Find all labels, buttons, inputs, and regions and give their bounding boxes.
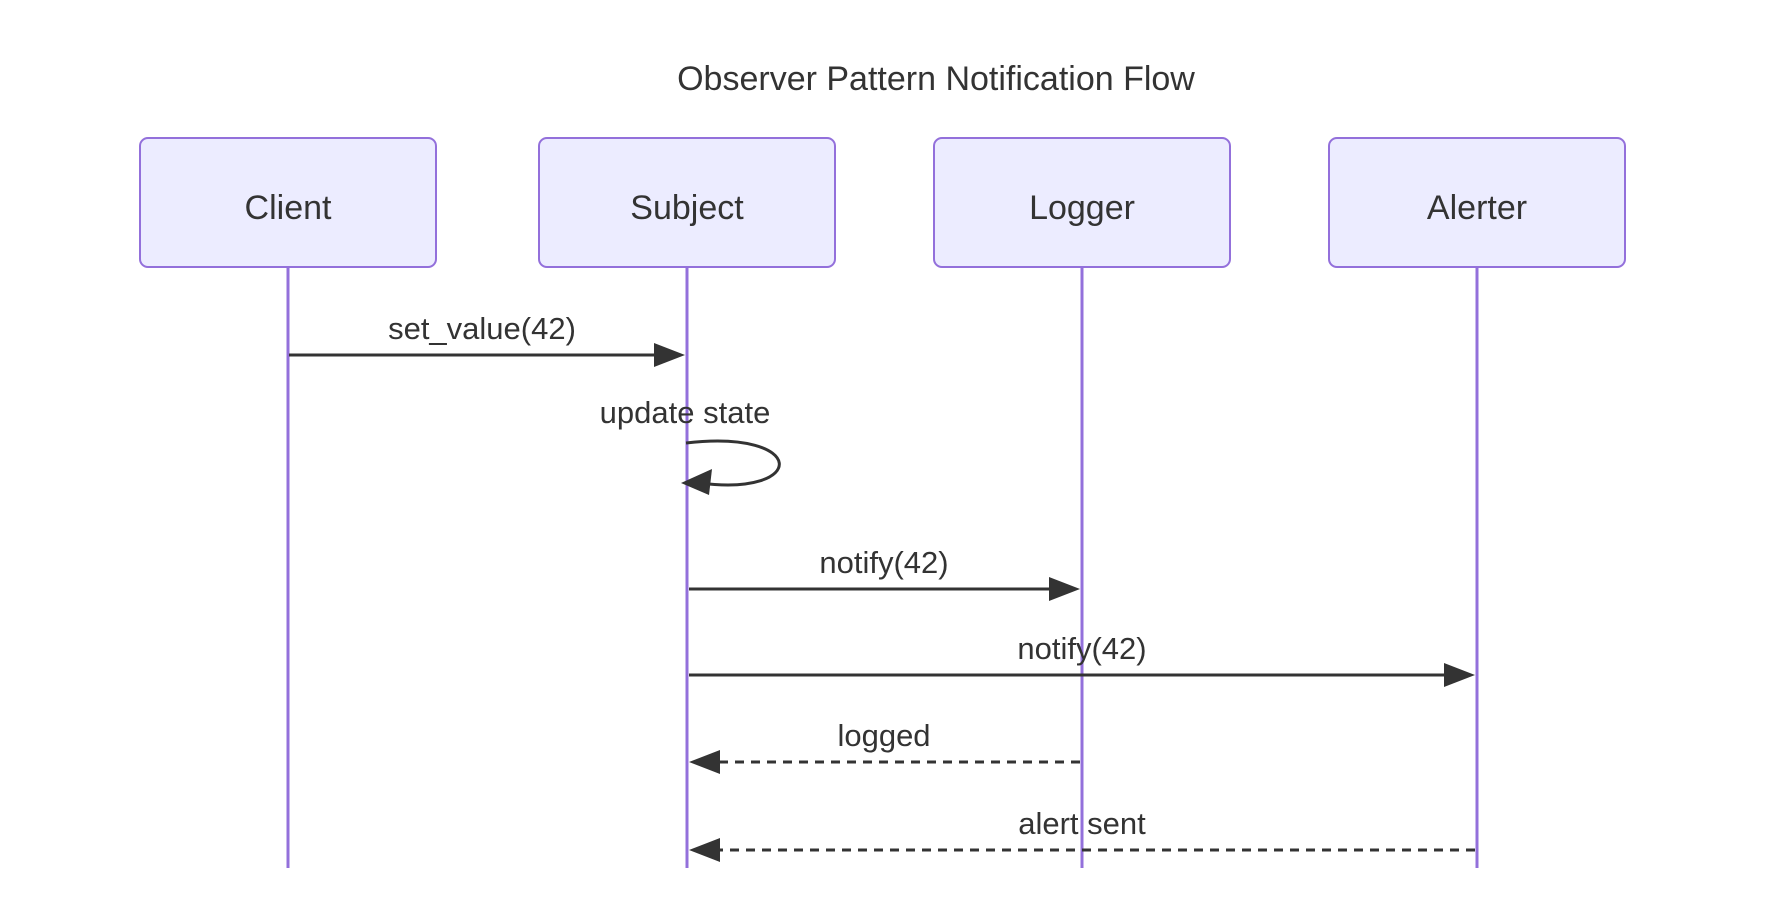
arrowhead-left-icon bbox=[689, 838, 720, 862]
message-logged-label: logged bbox=[837, 718, 930, 753]
actor-client-box bbox=[139, 137, 437, 268]
actor-logger-box bbox=[933, 137, 1231, 268]
message-notify-logger: notify(42) bbox=[689, 545, 1080, 601]
message-set-value: set_value(42) bbox=[289, 311, 685, 367]
message-set-value-label: set_value(42) bbox=[388, 311, 576, 346]
message-update-state-loop bbox=[685, 439, 781, 487]
message-notify-alerter: notify(42) bbox=[689, 631, 1475, 687]
actor-subject-label: Subject bbox=[630, 189, 744, 227]
actor-alerter-box bbox=[1328, 137, 1626, 268]
actor-subject-box bbox=[538, 137, 836, 268]
message-update-state-label: update state bbox=[600, 395, 771, 430]
actor-alerter: Alerter bbox=[1328, 137, 1626, 268]
message-notify-alerter-label: notify(42) bbox=[1017, 631, 1146, 666]
actor-client-label: Client bbox=[245, 189, 332, 227]
message-alert-sent: alert sent bbox=[689, 806, 1475, 862]
actor-logger-label: Logger bbox=[1029, 189, 1135, 227]
actor-client: Client bbox=[139, 137, 437, 268]
arrowhead-left-icon bbox=[681, 469, 712, 495]
actor-alerter-label: Alerter bbox=[1427, 189, 1527, 227]
message-logged: logged bbox=[689, 718, 1080, 774]
message-notify-logger-label: notify(42) bbox=[819, 545, 948, 580]
diagram-title: Observer Pattern Notification Flow bbox=[677, 60, 1195, 98]
actor-logger: Logger bbox=[933, 137, 1231, 268]
message-alert-sent-label: alert sent bbox=[1018, 806, 1146, 841]
arrowhead-right-icon bbox=[1444, 663, 1475, 687]
actor-subject: Subject bbox=[538, 137, 836, 268]
arrowhead-left-icon bbox=[689, 750, 720, 774]
message-update-state: update state bbox=[600, 395, 781, 495]
arrowhead-right-icon bbox=[654, 343, 685, 367]
arrowhead-right-icon bbox=[1049, 577, 1080, 601]
